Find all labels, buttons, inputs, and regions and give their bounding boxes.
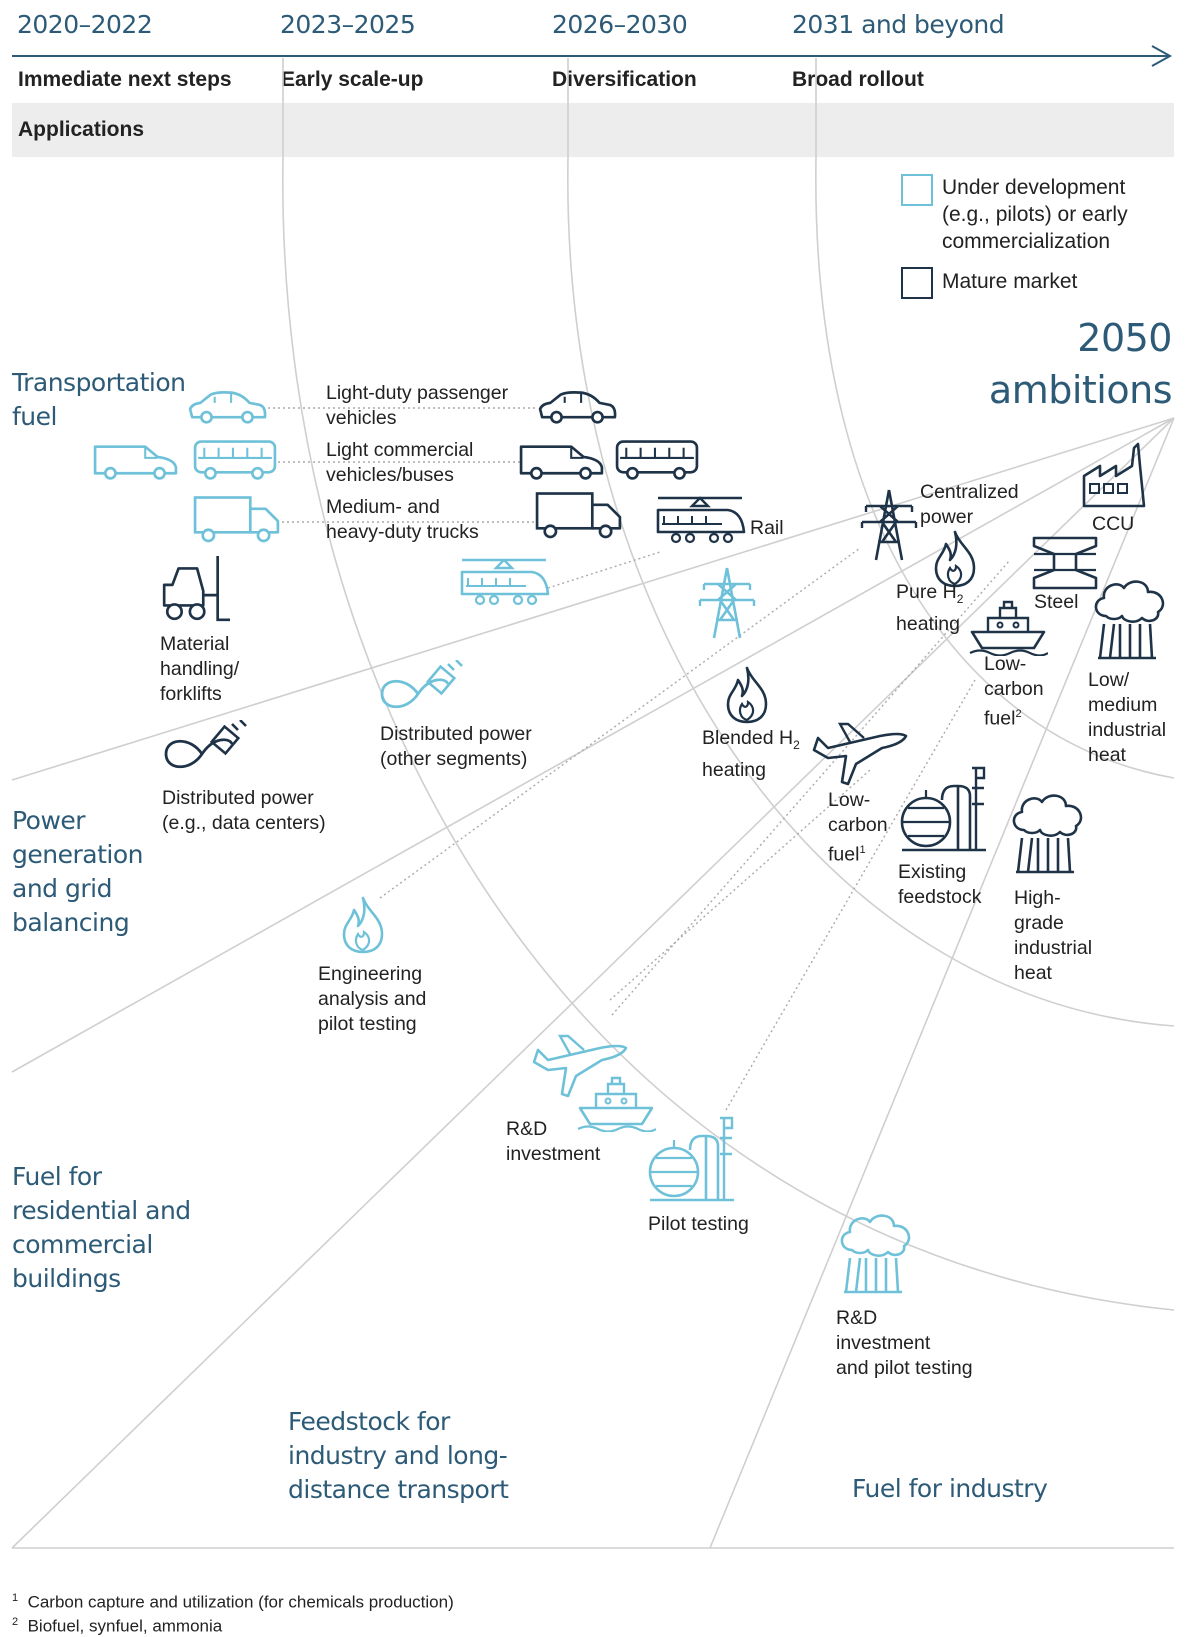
distributed-power-other-dev-icon: [376, 660, 466, 718]
category-transportation-fuel: Transportation fuel: [12, 368, 186, 431]
label-medium-heavy: Medium- and heavy-duty trucks: [326, 496, 479, 543]
label-dist-power-other: Distributed power (other segments): [380, 723, 532, 770]
label-steel: Steel: [1034, 591, 1079, 613]
category-feedstock: Feedstock for industry and long- distanc…: [288, 1407, 509, 1504]
label-rd-investment: R&D investment: [506, 1118, 601, 1165]
existing-feedstock-refinery-icon: [898, 764, 988, 854]
legend-mature-swatch: [901, 267, 933, 299]
period-2023-2025: 2023–2025: [280, 10, 416, 39]
rail-dev-icon: [456, 556, 552, 612]
ambitions-heading: 2050 ambitions: [988, 316, 1173, 412]
period-2020-2022: 2020–2022: [17, 10, 153, 39]
label-rail: Rail: [750, 517, 784, 539]
label-pilot-testing: Pilot testing: [648, 1213, 749, 1235]
bus-dev-icon: [192, 438, 278, 482]
rd-pilot-heat-plant-icon: [836, 1210, 916, 1294]
pure-h2-flame-icon: [930, 528, 980, 588]
label-existing-feedstock: Existing feedstock: [898, 861, 982, 908]
label-low-carbon-fuel-1: Low- carbon fuel1: [828, 789, 888, 866]
centralized-power-mature-icon: [856, 488, 922, 562]
pilot-testing-refinery-icon: [646, 1114, 736, 1204]
footnote-2: 2 Biofuel, synfuel, ammonia: [12, 1616, 223, 1636]
category-fuel-for-industry: Fuel for industry: [852, 1474, 1048, 1503]
label-centralized-power: Centralized power: [920, 481, 1019, 528]
phase-early-scale-up: Early scale-up: [281, 68, 424, 91]
low-carbon-plane-mature-icon: [810, 718, 910, 788]
light-duty-car-dev-icon: [186, 390, 268, 426]
category-power-generation: Power generation and grid balancing: [12, 806, 143, 937]
label-high-grade-heat: High- grade industrial heat: [1014, 887, 1093, 984]
bus-mature-icon: [614, 438, 700, 482]
van-dev-icon: [92, 442, 180, 482]
engineering-flame-icon: [338, 894, 388, 954]
legend-development-text: Under development (e.g., pilots) or earl…: [942, 176, 1128, 253]
label-rd-pilot-testing: R&D investment and pilot testing: [836, 1307, 973, 1379]
distributed-power-dc-mature-icon: [160, 720, 250, 778]
label-engineering: Engineering analysis and pilot testing: [318, 963, 427, 1035]
phase-diversification: Diversification: [552, 68, 697, 91]
truck-dev-icon: [192, 494, 282, 544]
low-medium-heat-plant-icon: [1090, 576, 1170, 660]
timeline-arrow: [12, 45, 1173, 67]
blended-h2-flame-icon: [722, 664, 772, 724]
footnote-1: 1 Carbon capture and utilization (for ch…: [12, 1592, 454, 1612]
label-low-carbon-fuel-2: Low- carbon fuel2: [984, 653, 1044, 730]
applications-label: Applications: [18, 118, 145, 141]
truck-mature-icon: [534, 490, 624, 540]
period-2026-2030: 2026–2030: [552, 10, 688, 39]
centralized-power-dev-icon: [694, 566, 760, 640]
light-duty-car-mature-icon: [536, 390, 618, 426]
applications-bar: [12, 103, 1174, 157]
label-pure-h2: Pure H2 heating: [896, 581, 964, 635]
label-light-commercial: Light commercial vehicles/buses: [326, 439, 474, 486]
label-blended-h2: Blended H2 heating: [702, 727, 800, 781]
phase-immediate: Immediate next steps: [18, 68, 232, 91]
label-low-medium-heat: Low/ medium industrial heat: [1088, 669, 1167, 766]
van-mature-icon: [518, 442, 606, 482]
rail-mature-icon: [652, 494, 748, 550]
label-dist-power-dc: Distributed power (e.g., data centers): [162, 787, 326, 834]
ccu-factory-icon: [1080, 440, 1150, 510]
label-forklifts: Material handling/ forklifts: [160, 633, 240, 705]
phase-broad-rollout: Broad rollout: [792, 68, 924, 91]
category-buildings: Fuel for residential and commercial buil…: [12, 1162, 191, 1293]
label-ccu: CCU: [1092, 513, 1135, 535]
period-2031-beyond: 2031 and beyond: [792, 10, 1005, 39]
legend-mature-text: Mature market: [942, 270, 1078, 293]
label-light-duty: Light-duty passenger vehicles: [326, 382, 509, 429]
legend-development-swatch: [901, 174, 933, 206]
high-grade-heat-plant-icon: [1008, 790, 1088, 874]
forklift-mature-icon: [158, 554, 230, 626]
